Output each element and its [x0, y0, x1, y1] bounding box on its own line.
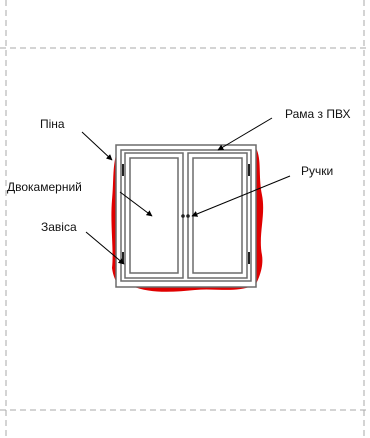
- leader-hinge: [85, 231, 125, 265]
- leader-double-glazing: [119, 191, 153, 217]
- handle-left: [181, 214, 185, 218]
- hinge-bottom-right: [248, 252, 250, 264]
- leader-frame: [217, 117, 273, 151]
- label-frame: Рама з ПВХ: [285, 107, 351, 121]
- label-foam: Піна: [40, 117, 65, 131]
- hinge-top-left: [122, 164, 124, 176]
- label-double-glazing: Двокамерний: [7, 180, 82, 194]
- leader-handles: [191, 175, 291, 217]
- hinge-bottom-left: [122, 252, 124, 264]
- hinge-top-right: [248, 164, 250, 176]
- handle-right: [186, 214, 190, 218]
- hinges: [122, 164, 250, 264]
- leader-foam: [81, 131, 113, 161]
- handles: [181, 214, 190, 218]
- leader-lines: [81, 117, 291, 265]
- right-glass: [192, 157, 243, 274]
- label-hinge: Завіса: [41, 220, 77, 234]
- window-frame: [115, 144, 257, 288]
- left-glass: [129, 157, 179, 274]
- label-handles: Ручки: [301, 164, 334, 178]
